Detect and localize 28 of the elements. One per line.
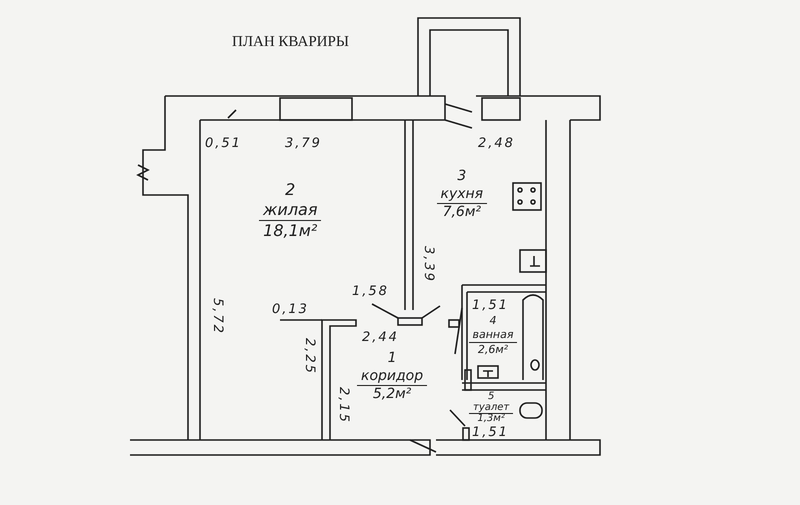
- room-number: 3: [457, 168, 466, 186]
- dimension-text: 3,39: [421, 246, 436, 283]
- dimension-text: 3,79: [285, 136, 322, 151]
- dimension-text: 0,13: [272, 302, 309, 317]
- room-name: жилая: [259, 200, 322, 221]
- dimension-text: 2,25: [302, 338, 317, 375]
- room-number: 1: [388, 350, 397, 368]
- room-name: ванная: [468, 328, 518, 342]
- room-number: 2: [285, 180, 296, 200]
- dimension-text: 5,72: [210, 298, 225, 335]
- plan-title: ПЛАН КВАРИРЫ: [232, 34, 349, 51]
- room-area: 2,6м²: [478, 342, 508, 356]
- dimension-text: 2,44: [362, 330, 399, 345]
- room-area: 18,1м²: [263, 221, 318, 241]
- room-area: 7,6м²: [442, 204, 482, 222]
- dimension-text: 2,48: [478, 136, 515, 151]
- room-area: 5,2м²: [372, 386, 412, 404]
- room-number: 5: [488, 392, 494, 402]
- dimension-text: 1,51: [472, 425, 509, 440]
- dimension-text: 1,58: [352, 284, 389, 299]
- room-area: 1,3м²: [477, 414, 505, 424]
- room-name: туалет: [469, 402, 514, 414]
- dimension-text: 1,51: [472, 298, 509, 313]
- dimension-text: 0,51: [205, 136, 242, 151]
- room-number: 4: [489, 314, 496, 328]
- room-name: коридор: [357, 368, 428, 386]
- room-name: кухня: [436, 186, 488, 204]
- dimension-text: 2,15: [336, 387, 351, 424]
